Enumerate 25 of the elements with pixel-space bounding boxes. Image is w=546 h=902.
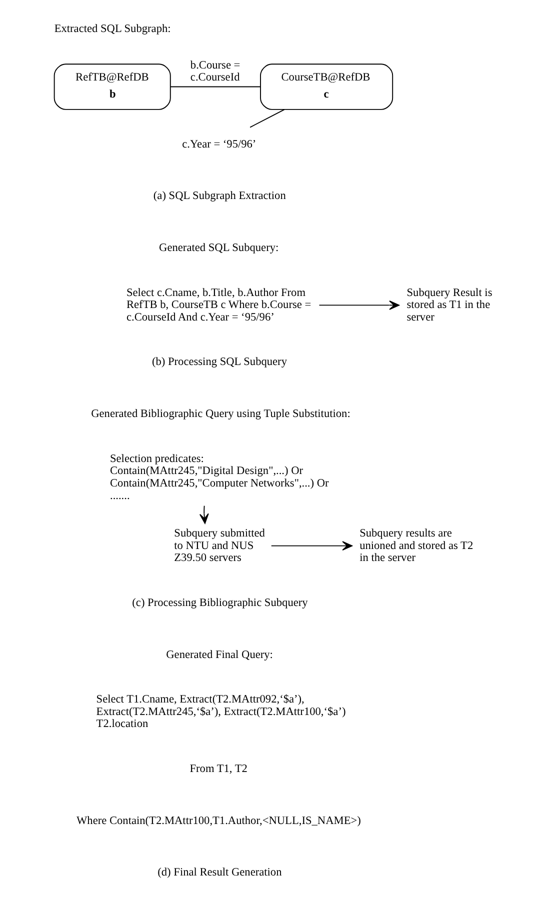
label: (a) SQL Subgraph Extraction: [153, 190, 286, 202]
label: Extracted SQL Subgraph:: [54, 23, 171, 36]
label: Generated Bibliographic Query using Tuple Substitution:: [91, 408, 350, 420]
label: Where Contain(T2.MAttr100,T1.Author,<NULL,IS_NAME>): [76, 814, 361, 827]
node-text: Subquery Result is stored as T1 in the server: [406, 286, 492, 324]
label: (b) Processing SQL Subquery: [152, 356, 287, 368]
node-text: Select c.Cname, b.Title, b.Author From RefTB b, CourseTB c Where b.Course = c.CourseId And c.Year = ‘95/96’: [126, 286, 312, 324]
edge-label: b.Course = c.CourseId: [190, 59, 240, 84]
node-text: Subquery results are unioned and stored as T2 in the server: [360, 527, 474, 564]
label: Generated SQL Subquery:: [159, 242, 279, 254]
label: From T1, T2: [190, 762, 248, 775]
arrow: [318, 300, 400, 310]
node-text: c.Year = ‘95/96’: [182, 138, 256, 150]
node-text: Subquery submitted to NTU and NUS Z39.50 servers: [174, 527, 265, 564]
connector: [170, 86, 261, 88]
node-box: CourseTB@RefDB c: [260, 64, 394, 110]
label: (c) Processing Bibliographic Subquery: [132, 596, 308, 609]
arrow: [199, 505, 209, 524]
arrow: [270, 541, 352, 551]
label: (d) Final Result Generation: [158, 866, 282, 879]
node-box: RefTB@RefDB b: [54, 64, 171, 110]
node-text: Selection predicates: Contain(MAttr245,"Digital Design",...) Or Contain(MAttr245,"Computer Networks",...) Or .......: [110, 452, 329, 502]
connector: [250, 109, 285, 128]
label: Select T1.Cname, Extract(T2.MAttr092,‘$a’), Extract(T2.MAttr245,‘$a’), Extract(T2.MAttr100,‘$a’) T2.location: [96, 694, 346, 730]
label: Generated Final Query:: [166, 648, 273, 661]
